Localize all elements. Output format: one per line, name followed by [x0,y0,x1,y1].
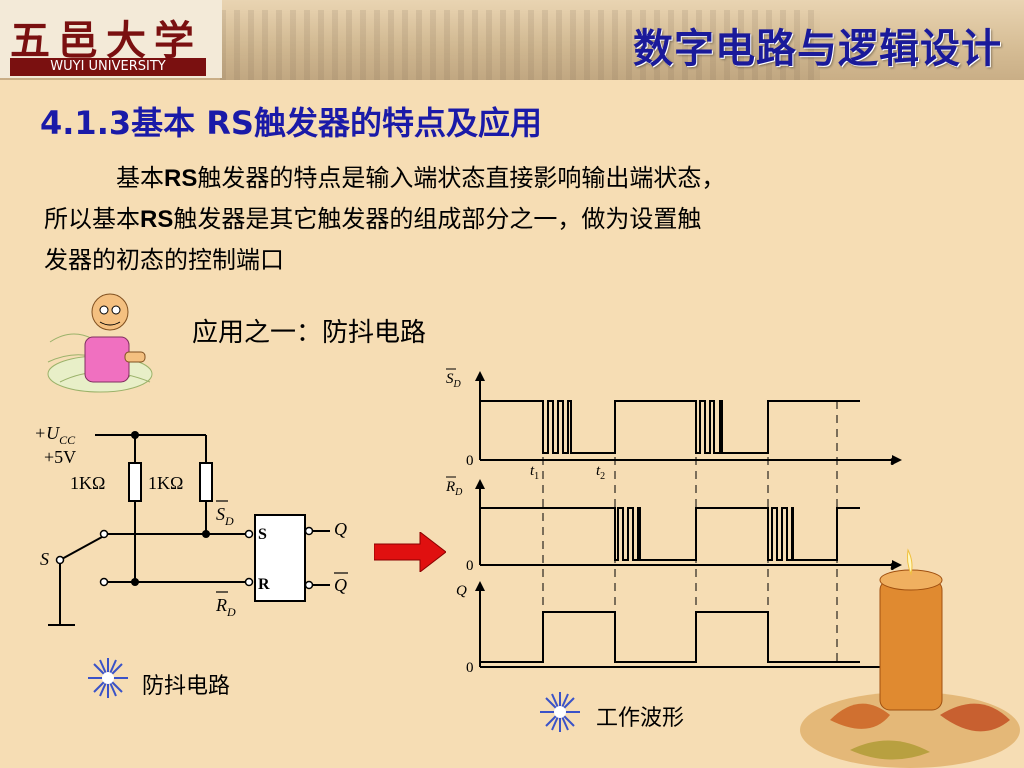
waveform-caption: 工作波形 [596,706,685,731]
para-rs: RS [164,165,198,192]
q-axis-label: Q [456,583,467,599]
section-title: 4.1.3基本 RS触发器的特点及应用 [40,98,542,144]
para-text: 基本 [116,164,164,192]
zero-label: 0 [466,660,474,675]
time-axis-label: t [890,558,895,574]
flipflop-s-pin: S [258,526,267,543]
rd-axis-label: RD [445,479,463,498]
campus-photo [220,10,820,80]
candle-decoration [800,548,1020,768]
description-paragraph: 基本RS触发器的特点是输入端状态直接影响输出端状态， 所以基本RS触发器是其它触… [44,158,994,281]
t1-label: t1 [530,463,539,482]
rd-input-label: RD [215,595,236,619]
switch-label: S [40,549,49,569]
section-title-prefix: 4.1.3基本 RS [40,104,254,142]
time-axis-label: t [890,453,895,469]
application-title: 应用之一：防抖电路 [192,318,427,348]
para-text: 触发器的特点是输入端状态直接影响输出端状态， [197,164,726,192]
university-logo: 五邑大学 WUYI UNIVERSITY [0,0,222,78]
voltage-label: +5V [44,447,76,467]
qbar-output-label: Q [334,575,347,595]
professor-clipart [47,293,153,393]
zero-label: 0 [466,558,474,574]
flipflop-r-pin: R [258,576,270,593]
starburst-icon [88,658,128,698]
vcc-label: +UCC [34,423,76,447]
waveform-diagram: SD RD Q t1 t2 t t t 0 0 0 [445,368,902,675]
course-title: 数字电路与逻辑设计 [633,26,1002,72]
para-rs: RS [140,206,174,233]
resistor-2-label: 1KΩ [148,473,183,493]
q-output-label: Q [334,519,347,539]
t2-label: t2 [596,463,605,482]
para-text: 所以基本 [44,205,140,233]
header-banner: 五邑大学 WUYI UNIVERSITY 数字电路与逻辑设计 [0,0,1024,80]
sd-input-label: SD [216,504,234,528]
circuit-caption: 防抖电路 [142,674,231,699]
red-arrow-icon [374,532,446,572]
sd-axis-label: SD [446,371,462,390]
zero-label: 0 [466,453,474,469]
para-text: 触发器是其它触发器的组成部分之一，做为设置触 [173,205,702,233]
resistor-1-label: 1KΩ [70,473,105,493]
para-text: 发器的初态的控制端口 [44,246,284,274]
section-title-suffix: 触发器的特点及应用 [253,104,542,142]
debounce-circuit: +UCC +5V 1KΩ 1KΩ S SD RD S R Q Q [34,423,348,626]
starburst-icon [540,692,580,732]
logo-english: WUYI UNIVERSITY [10,58,206,76]
logo-chinese: 五邑大学 [10,17,202,64]
